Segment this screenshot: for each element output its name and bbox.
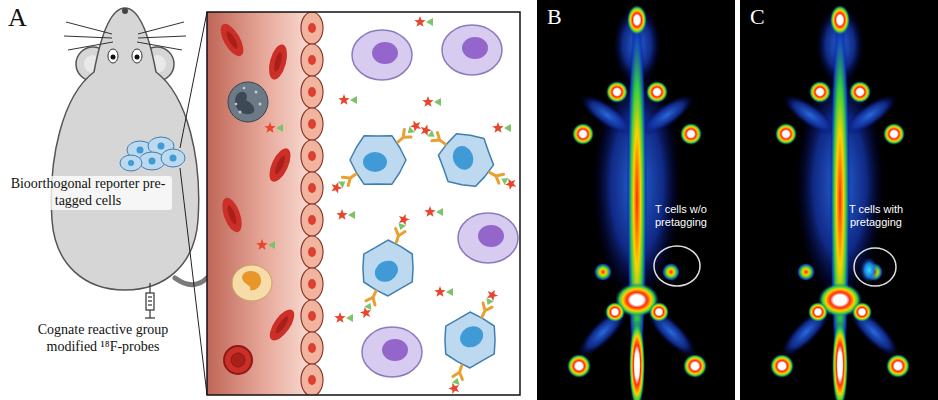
syringe-symbol bbox=[145, 283, 155, 318]
annotation: T cells w/o pretagging bbox=[647, 203, 715, 229]
callout-label: Cognate reactive group modified ¹⁸F-prob… bbox=[12, 322, 194, 356]
inset-frame bbox=[207, 12, 520, 395]
panel-letter: B bbox=[547, 4, 562, 30]
panel-letter: A bbox=[8, 2, 27, 33]
panel-letter: C bbox=[750, 4, 765, 30]
callout-label: Bioorthogonal reporter pre-tagged cells bbox=[4, 176, 172, 210]
image-panel: B T cells w/o pretagging bbox=[537, 0, 735, 400]
annotation: T cells with pretagging bbox=[842, 203, 910, 229]
image-panel: C T cells with pretagging bbox=[740, 0, 938, 400]
pet-image bbox=[740, 0, 938, 400]
tissue-inset bbox=[207, 12, 520, 395]
pet-image bbox=[537, 0, 735, 400]
